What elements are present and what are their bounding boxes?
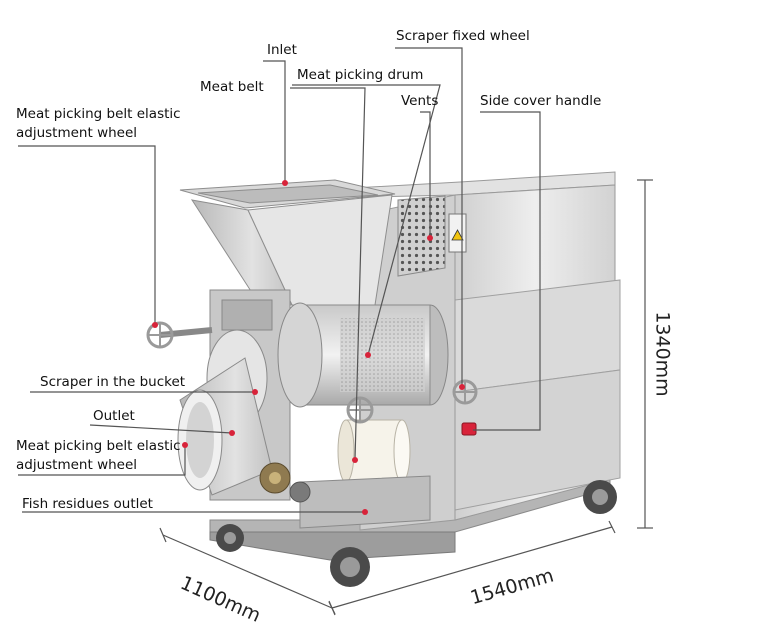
machine-illustration: [146, 171, 621, 587]
vents-grille: [397, 195, 446, 277]
marker-elastic-wheel-top: [152, 322, 158, 328]
label-elastic-wheel-top-line1: Meat picking belt elastic: [16, 106, 181, 122]
marker-meat-belt: [352, 457, 358, 463]
marker-scraper-fixed-wheel: [459, 384, 465, 390]
marker-outlet: [229, 430, 235, 436]
marker-vents: [427, 235, 433, 241]
label-markers: [152, 180, 473, 515]
label-vents: Vents: [401, 93, 439, 109]
adjustment-wheel-upper: [146, 321, 213, 349]
side-handle-wheel: [452, 379, 478, 405]
label-scraper-in-bucket: Scraper in the bucket: [40, 374, 186, 390]
marker-fish-residues: [362, 509, 368, 515]
label-side-cover-handle: Side cover handle: [480, 93, 602, 109]
label-outlet: Outlet: [93, 408, 135, 424]
marker-elastic-wheel-bottom: [182, 442, 188, 448]
label-elastic-wheel-top-line2: adjustment wheel: [16, 125, 138, 141]
fish-residues-outlet-plate: [299, 475, 431, 529]
label-inlet: Inlet: [267, 42, 297, 58]
leader-lines: [18, 47, 541, 513]
label-meat-picking-drum: Meat picking drum: [297, 67, 424, 83]
label-scraper-fixed-wheel: Scraper fixed wheel: [396, 28, 530, 44]
label-elastic-wheel-bottom-line2: adjustment wheel: [16, 457, 138, 473]
label-fish-residues-outlet: Fish residues outlet: [22, 496, 153, 512]
drum-handle-wheel: [346, 396, 374, 424]
caster-wheels: [216, 480, 617, 587]
label-meat-belt: Meat belt: [200, 79, 264, 95]
marker-side-cover-handle: [467, 427, 473, 433]
dimension-lines: [159, 179, 653, 616]
label-elastic-wheel-bottom-line1: Meat picking belt elastic: [16, 438, 181, 454]
marker-scraper-bucket: [252, 389, 258, 395]
marker-inlet: [282, 180, 288, 186]
dimension-height: 1340mm: [651, 311, 674, 397]
marker-drum: [365, 352, 371, 358]
